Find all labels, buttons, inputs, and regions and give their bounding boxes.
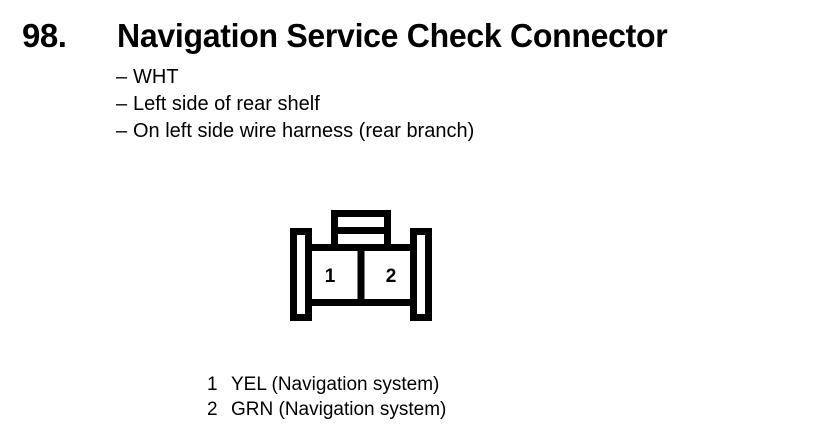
legend-row: 2 GRN (Navigation system) <box>207 397 446 422</box>
legend-description: GRN (Navigation system) <box>231 399 447 420</box>
pin-legend: 1 YEL (Navigation system) 2 GRN (Navigat… <box>207 372 446 422</box>
legend-description: YEL (Navigation system) <box>231 374 440 395</box>
connector-diagram: 1 2 <box>286 206 436 326</box>
legend-pin-number: 2 <box>207 399 218 420</box>
note-item: – Left side of rear shelf <box>116 91 796 118</box>
legend-pin-number: 1 <box>207 374 218 395</box>
connector-svg: 1 2 <box>290 210 432 321</box>
note-text: WHT <box>133 66 179 88</box>
dash-marker: – <box>116 66 128 88</box>
note-item: – On left side wire harness (rear branch… <box>116 118 796 145</box>
page-title: Navigation Service Check Connector <box>117 17 668 54</box>
connector-outline <box>290 210 432 321</box>
cavity-label-1: 1 <box>325 266 336 287</box>
notes-list: – WHT – Left side of rear shelf – On lef… <box>116 64 796 145</box>
dash-marker: – <box>116 93 128 115</box>
legend-row: 1 YEL (Navigation system) <box>207 372 446 397</box>
note-item: – WHT <box>116 64 796 91</box>
note-text: Left side of rear shelf <box>133 93 320 115</box>
item-number: 98. <box>22 17 67 54</box>
cavity-label-2: 2 <box>386 266 397 287</box>
note-text: On left side wire harness (rear branch) <box>133 120 475 142</box>
dash-marker: – <box>116 120 128 142</box>
